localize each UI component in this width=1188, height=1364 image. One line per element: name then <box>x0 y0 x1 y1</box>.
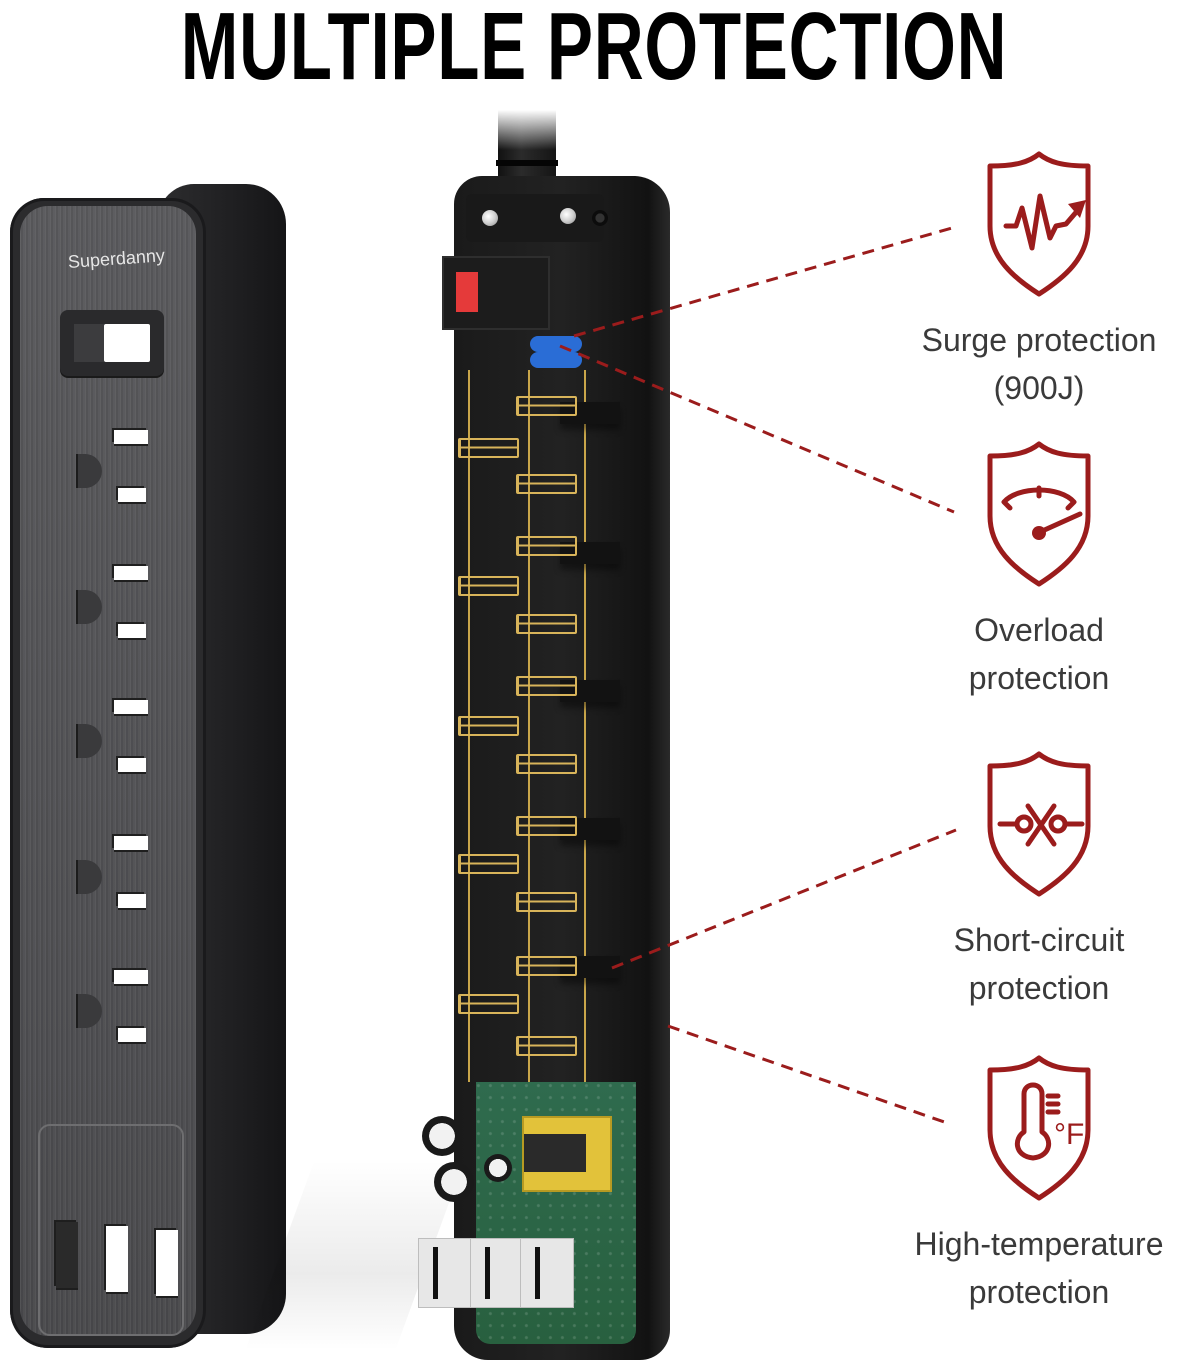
switch-rocker-off-side <box>74 324 104 362</box>
outlet-slot <box>114 430 148 444</box>
brushed-face-panel: Superdanny <box>20 206 196 1336</box>
usb-receptacle <box>520 1238 574 1308</box>
switch-lamp <box>456 272 478 312</box>
thermometer-fahrenheit-shield-icon: °F <box>987 1055 1091 1201</box>
outlet-slot <box>118 1028 146 1042</box>
outlet-slot <box>118 894 146 908</box>
ground-hole <box>78 724 102 758</box>
usb-port-panel <box>38 1124 184 1336</box>
usb-receptacle <box>470 1238 524 1308</box>
feature-label: Short-circuit protection <box>890 916 1188 1012</box>
gold-contact <box>516 474 577 494</box>
gold-contact <box>516 956 577 976</box>
cord-clamp <box>466 194 604 242</box>
gold-contact <box>516 676 577 696</box>
broken-circuit-shield-icon <box>987 751 1091 897</box>
screw <box>560 208 576 224</box>
gold-contact <box>458 854 519 874</box>
feature-high-temperature-protection: °F High-temperature protection <box>890 1052 1188 1316</box>
feature-overload-protection: Overload protection <box>890 438 1188 702</box>
power-strip-front-view: Superdanny <box>8 180 286 1350</box>
outlet-slot <box>118 758 146 772</box>
feature-label-line: (900J) <box>993 370 1085 406</box>
ac-outlet <box>70 700 160 790</box>
cord-strain-relief <box>496 160 558 166</box>
outlet-slot <box>118 488 146 502</box>
gold-contact <box>516 816 577 836</box>
gold-contact <box>458 716 519 736</box>
feature-label-line: protection <box>968 1274 1110 1310</box>
feature-label-line: protection <box>968 970 1110 1006</box>
brand-label: Superdanny <box>67 245 166 272</box>
transformer <box>522 1116 612 1192</box>
usb-port <box>156 1230 178 1296</box>
outlet-slot <box>114 970 148 984</box>
usb-port <box>106 1226 128 1292</box>
usb-port <box>56 1222 78 1288</box>
bus-rail <box>528 370 530 1082</box>
gold-contact <box>458 438 519 458</box>
ac-outlet <box>70 836 160 926</box>
illuminated-switch <box>442 256 550 330</box>
bus-rail <box>584 370 586 1082</box>
feature-label-line: High-temperature <box>914 1226 1164 1262</box>
ground-hole <box>78 454 102 488</box>
feature-label-line: protection <box>968 660 1110 696</box>
capacitor <box>422 1116 462 1156</box>
grommet <box>592 210 608 226</box>
fahrenheit-symbol: °F <box>1054 1118 1084 1151</box>
outlet-slot <box>114 566 148 580</box>
gold-contact <box>516 536 577 556</box>
feature-short-circuit-protection: Short-circuit protection <box>890 748 1188 1012</box>
ground-hole <box>78 590 102 624</box>
ground-hole <box>78 860 102 894</box>
switch-rocker-on-side <box>104 324 150 362</box>
feature-surge-protection: Surge protection (900J) <box>890 148 1188 412</box>
gold-contact <box>516 396 577 416</box>
ground-hole <box>78 994 102 1028</box>
screw <box>482 210 498 226</box>
gauge-shield-icon <box>987 441 1091 587</box>
feature-label: Overload protection <box>890 606 1188 702</box>
feature-label: High-temperature protection <box>890 1220 1188 1316</box>
ac-outlet <box>70 430 160 520</box>
page-title: MULTIPLE PROTECTION <box>180 0 1008 100</box>
gold-contact <box>516 754 577 774</box>
power-switch <box>60 310 164 376</box>
ac-outlet <box>70 970 160 1060</box>
outlet-slot <box>118 624 146 638</box>
gold-contact <box>458 994 519 1014</box>
capacitor <box>434 1162 474 1202</box>
gold-contact <box>516 1036 577 1056</box>
feature-label: Surge protection (900J) <box>890 316 1188 412</box>
mov-coil <box>530 336 582 352</box>
strip-face: Superdanny <box>10 198 206 1348</box>
power-strip-cutaway-view <box>418 110 680 1364</box>
ac-outlet <box>70 566 160 656</box>
capacitor <box>484 1154 512 1182</box>
gold-contact <box>516 614 577 634</box>
outlet-slot <box>114 836 148 850</box>
surge-pulse-shield-icon <box>987 151 1091 297</box>
usb-receptacle <box>418 1238 472 1308</box>
transformer-core <box>524 1134 586 1172</box>
feature-label-line: Surge protection <box>921 322 1157 358</box>
feature-label-line: Short-circuit <box>953 922 1125 958</box>
gold-contact <box>516 892 577 912</box>
gold-contact <box>458 576 519 596</box>
feature-label-line: Overload <box>974 612 1104 648</box>
mov-coil <box>530 352 582 368</box>
outlet-slot <box>114 700 148 714</box>
